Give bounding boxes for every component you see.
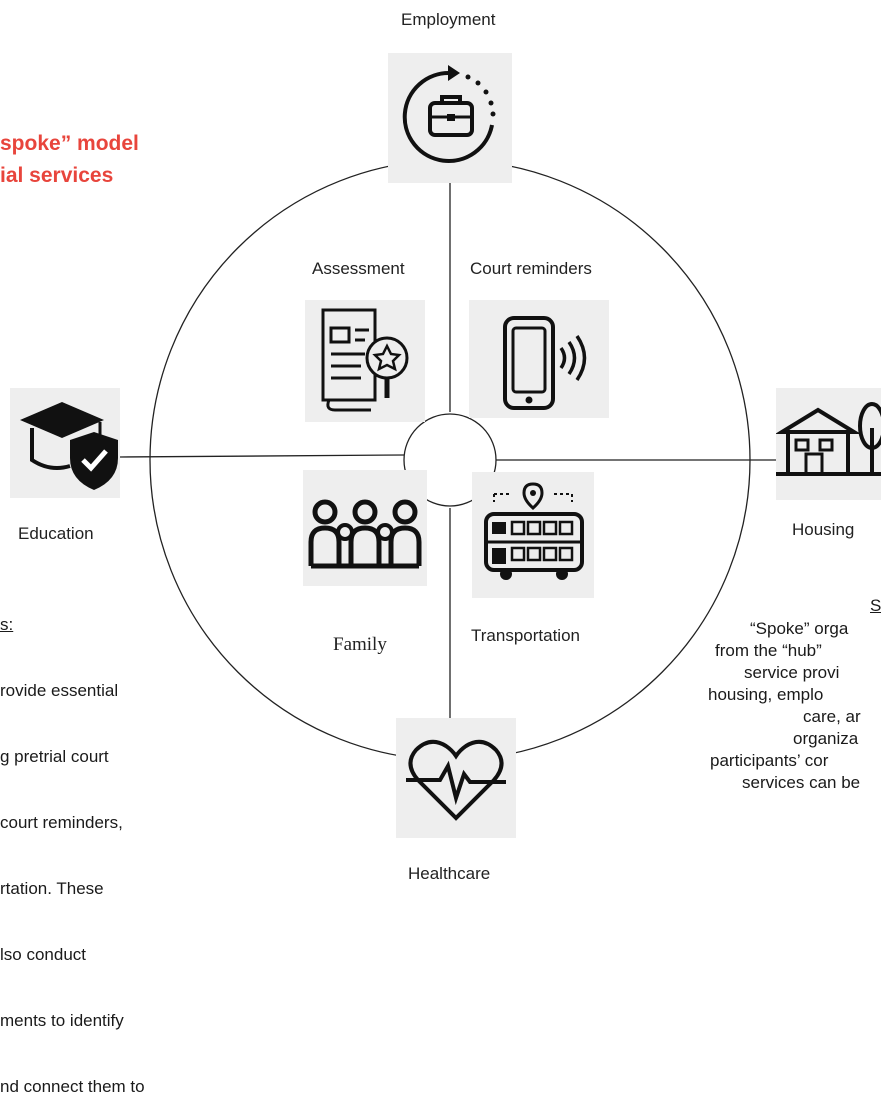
healthcare-tile — [396, 718, 516, 838]
house-tree-icon — [774, 402, 881, 476]
briefcase-cycle-icon — [402, 65, 496, 163]
heart-pulse-icon — [406, 739, 506, 821]
right-description-heading: S — [870, 596, 881, 615]
employment-label: Employment — [401, 10, 496, 29]
title-line-2: ial services — [0, 164, 114, 187]
education-tile — [10, 388, 120, 498]
right-line: “Spoke” orga — [750, 619, 849, 638]
right-line: organiza — [793, 729, 859, 748]
left-line: ments to identify — [0, 1011, 124, 1030]
housing-label: Housing — [792, 520, 855, 539]
transportation-label: Transportation — [471, 626, 580, 645]
left-line: court reminders, — [0, 813, 123, 832]
graduation-cap-shield-icon — [20, 402, 118, 490]
spoke-line-left — [119, 454, 405, 458]
left-line: lso conduct — [0, 945, 86, 964]
family-label: Family — [333, 634, 387, 655]
diagram-title: spoke” model ial services — [0, 128, 139, 192]
family-tile — [303, 470, 427, 586]
right-line: services can be — [742, 773, 861, 792]
court-reminders-label: Court reminders — [470, 259, 592, 278]
left-description: s: rovide essential g pretrial court cou… — [0, 570, 145, 1120]
right-line: service provi — [744, 663, 840, 682]
left-line: rovide essential — [0, 681, 119, 700]
assessment-tile — [305, 300, 425, 422]
transportation-tile — [472, 472, 594, 598]
employment-tile — [388, 53, 512, 183]
right-line: care, ar — [803, 707, 861, 726]
court-reminders-tile — [469, 300, 609, 418]
smartphone-signal-icon — [503, 316, 587, 410]
housing-tile — [774, 388, 881, 500]
family-group-icon — [308, 499, 422, 569]
assessment-label: Assessment — [312, 259, 405, 278]
document-magnifier-star-icon — [321, 308, 409, 412]
right-line: participants’ cor — [710, 751, 829, 770]
left-description-heading: s: — [0, 615, 14, 634]
healthcare-label: Healthcare — [408, 864, 491, 883]
double-decker-bus-location-icon — [484, 482, 584, 580]
left-line: g pretrial court — [0, 747, 109, 766]
right-line: from the “hub” — [715, 641, 822, 660]
left-line: nd connect them to — [0, 1077, 145, 1096]
left-line: rtation. These — [0, 879, 104, 898]
education-label: Education — [18, 524, 94, 543]
right-line: housing, emplo — [708, 685, 824, 704]
title-line-1: spoke” model — [0, 132, 139, 155]
